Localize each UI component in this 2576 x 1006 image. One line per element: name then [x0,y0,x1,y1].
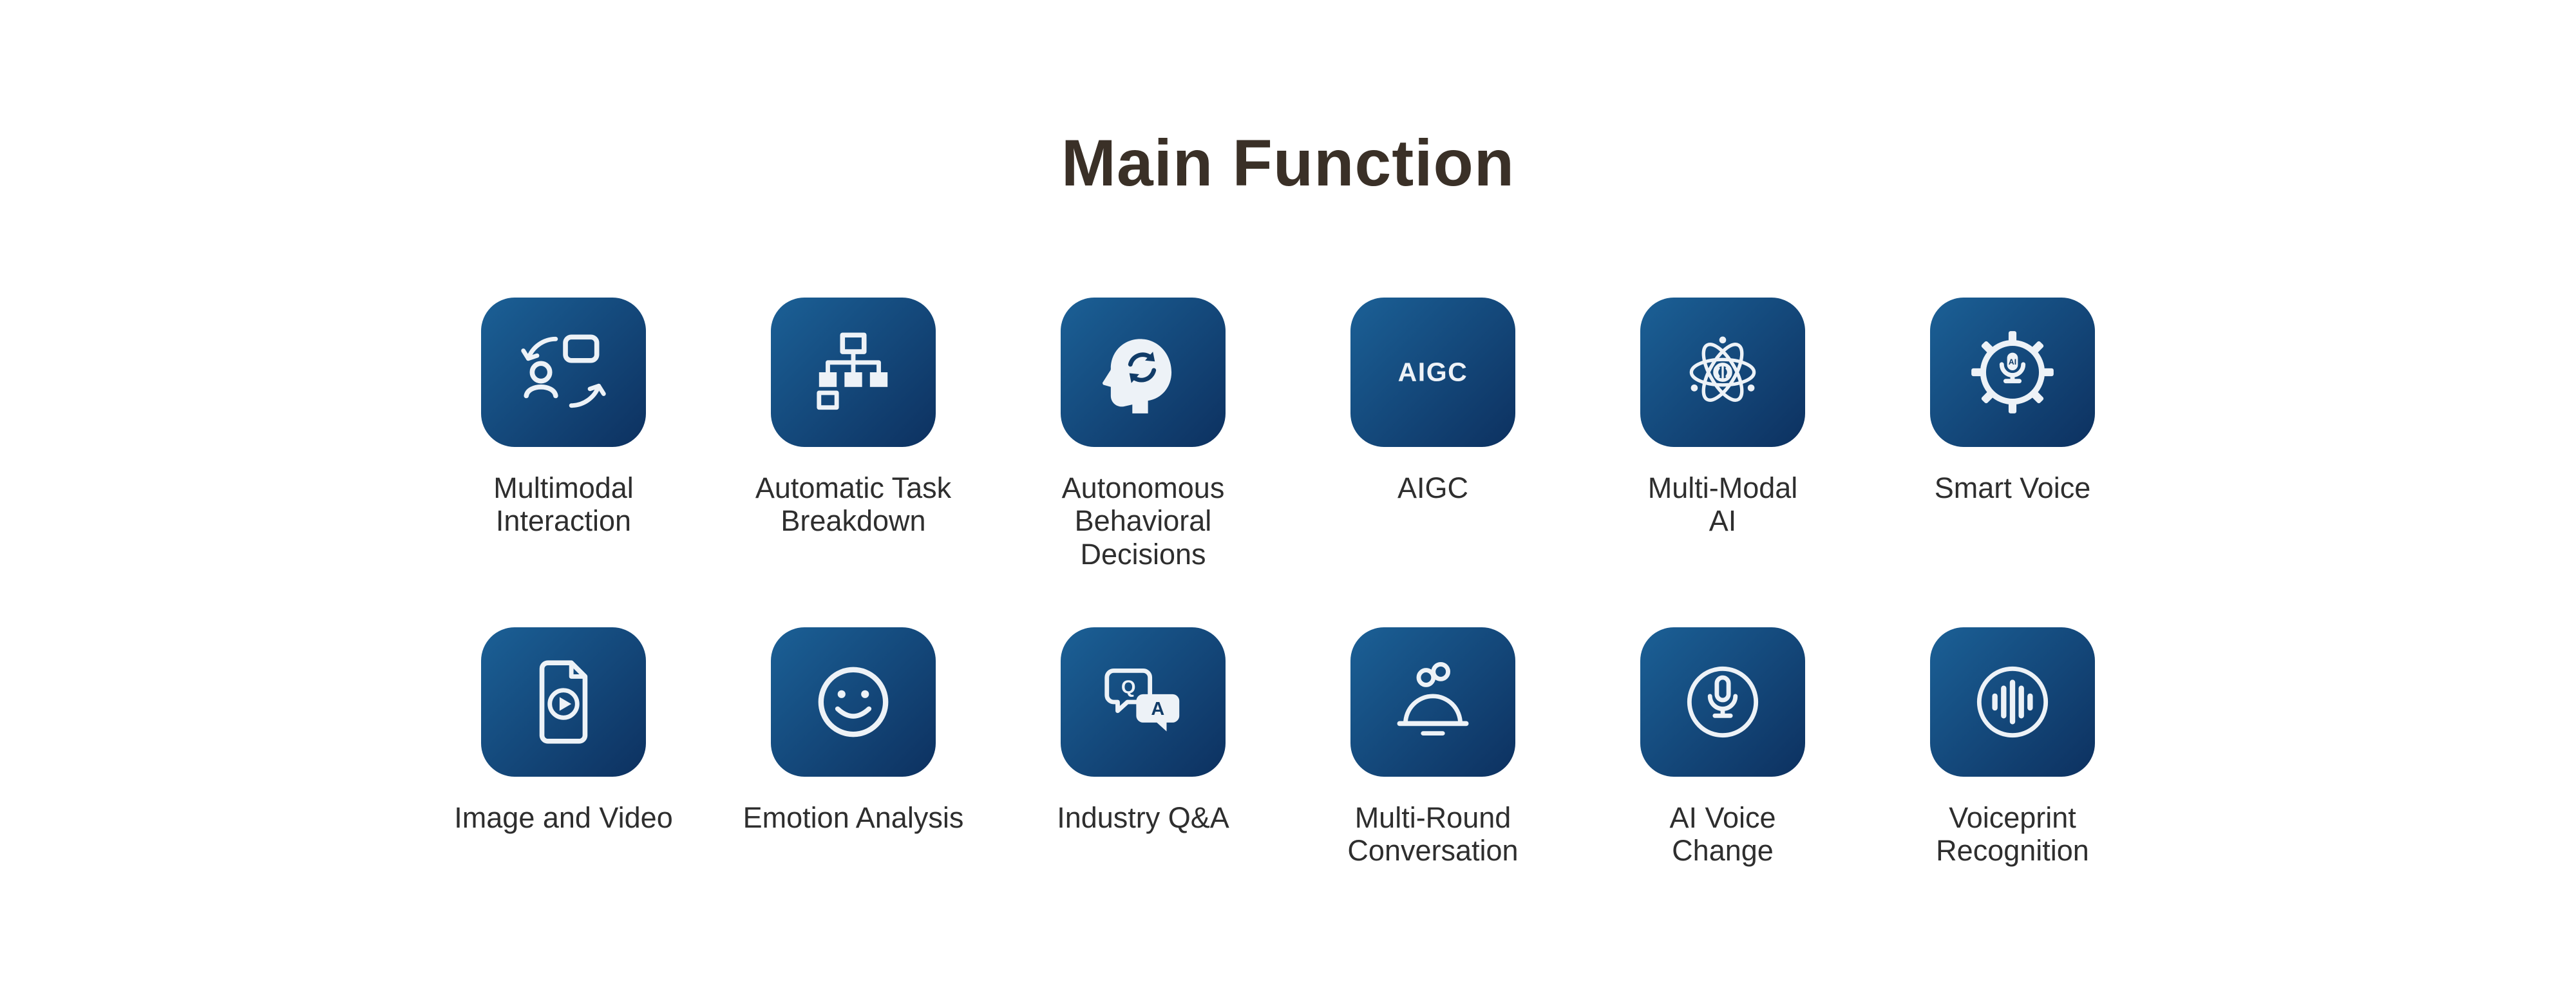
feature-tile [481,627,646,777]
aigc-icon: AIGC [1398,357,1468,387]
feature-label: Automatic Task Breakdown [755,471,952,538]
a-letter: A [1151,699,1164,719]
aigc-wordmark: AIGC [1398,357,1468,387]
voiceprint-recognition-icon [1976,666,2049,738]
feature-card-emotion-analysis: Emotion Analysis [708,627,998,957]
feature-card-industry-qa: Q A Industry Q&A [998,627,1288,957]
feature-card-multi-modal-ai: Multi-Modal AI [1578,298,1868,627]
feature-label: Multi-Modal AI [1647,471,1798,538]
multimodal-interaction-icon [521,334,606,408]
feature-label: Emotion Analysis [743,801,964,834]
feature-label: AIGC [1397,471,1469,504]
feature-tile: AIGC [1350,298,1515,447]
feature-card-voiceprint-recognition: Voiceprint Recognition [1868,627,2157,957]
feature-tile [1061,298,1226,447]
smart-voice-icon: AI [1971,331,2054,413]
image-video-icon [539,660,588,744]
multi-round-conversation-icon [1397,662,1469,736]
feature-label: AI Voice Change [1669,801,1776,868]
feature-card-image-video: Image and Video [419,627,708,957]
feature-tile [771,627,936,777]
page-title: Main Function [1061,126,1515,200]
feature-tile [1350,627,1515,777]
industry-qa-icon: Q A [1104,668,1180,732]
ai-voice-change-icon [1687,666,1759,738]
feature-label: Voiceprint Recognition [1936,801,2089,868]
feature-tile [1640,627,1805,777]
feature-card-task-breakdown: Automatic Task Breakdown [708,298,998,627]
feature-label: Multi-Round Conversation [1347,801,1519,868]
feature-card-multimodal-interaction: Multimodal Interaction [419,298,708,627]
feature-card-smart-voice: AI Smart Voice [1868,298,2157,627]
feature-label: Industry Q&A [1057,801,1229,834]
feature-label: Smart Voice [1934,471,2091,504]
feature-tile [481,298,646,447]
feature-tile [1640,298,1805,447]
feature-label: Multimodal Interaction [493,471,634,538]
task-breakdown-icon [817,332,888,410]
multi-modal-ai-icon [1689,336,1756,402]
feature-tile: AI [1930,298,2095,447]
feature-tile [771,298,936,447]
mic-ai-text: AI [2009,357,2016,366]
feature-label: Autonomous Behavioral Decisions [1061,471,1225,571]
feature-card-ai-voice-change: AI Voice Change [1578,627,1868,957]
autonomous-decisions-icon [1103,339,1172,413]
feature-tile: Q A [1061,627,1226,777]
emotion-analysis-icon [818,667,889,737]
q-letter: Q [1121,677,1135,698]
feature-card-aigc: AIGC AIGC [1288,298,1578,627]
feature-grid: Multimodal Interaction Automatic Task Br… [419,298,2157,957]
feature-tile [1930,627,2095,777]
feature-card-autonomous-decisions: Autonomous Behavioral Decisions [998,298,1288,627]
feature-card-multi-round-conversation: Multi-Round Conversation [1288,627,1578,957]
feature-label: Image and Video [454,801,673,834]
